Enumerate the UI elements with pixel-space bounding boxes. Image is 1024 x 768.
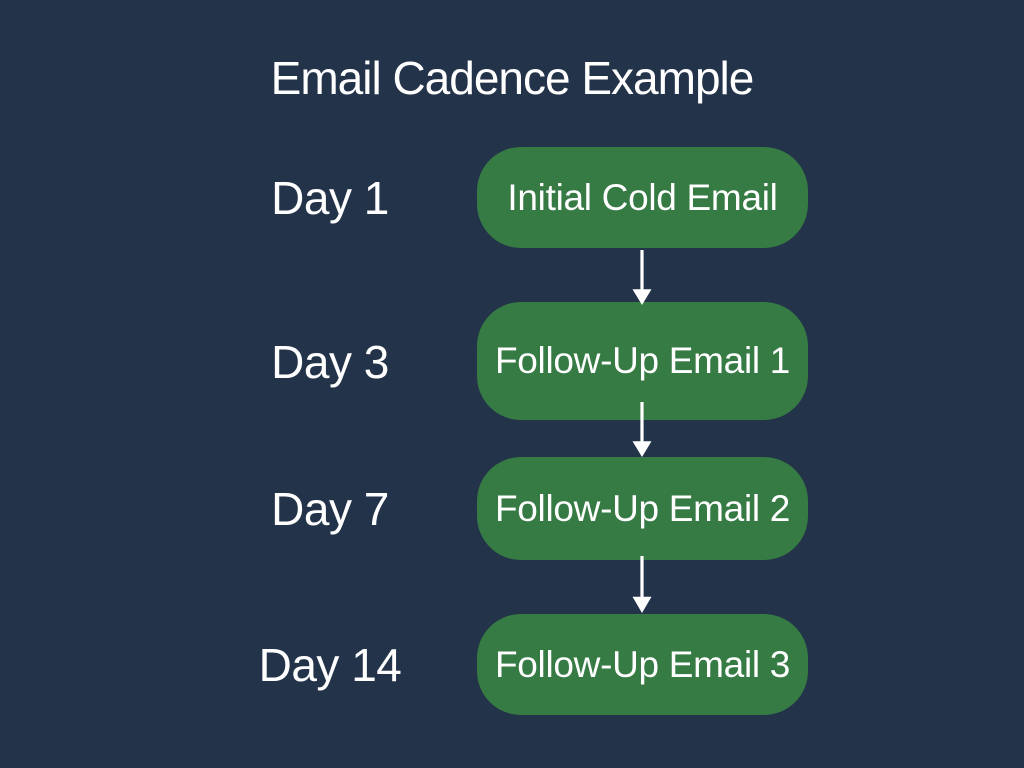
arrow-down-icon	[632, 402, 652, 457]
step-box-follow-up-email-2: Follow-Up Email 2	[477, 457, 808, 560]
day-label-3: Day 7	[271, 483, 389, 535]
day-label-4: Day 14	[258, 639, 402, 691]
day-label-1: Day 1	[271, 172, 389, 224]
step-box-follow-up-email-3: Follow-Up Email 3	[477, 614, 808, 715]
arrow-down-icon	[632, 556, 652, 613]
step-label: Follow-Up Email 2	[494, 487, 791, 529]
arrow-down-icon	[632, 250, 652, 305]
step-box-initial-cold-email: Initial Cold Email	[477, 147, 808, 248]
day-label-2: Day 3	[271, 336, 389, 388]
step-label: Initial Cold Email	[507, 176, 778, 218]
step-label: Follow-Up Email 3	[494, 643, 791, 685]
step-box-follow-up-email-1: Follow-Up Email 1	[477, 302, 808, 420]
step-label: Follow-Up Email 1	[494, 340, 791, 381]
page-title: Email Cadence Example	[270, 52, 755, 104]
